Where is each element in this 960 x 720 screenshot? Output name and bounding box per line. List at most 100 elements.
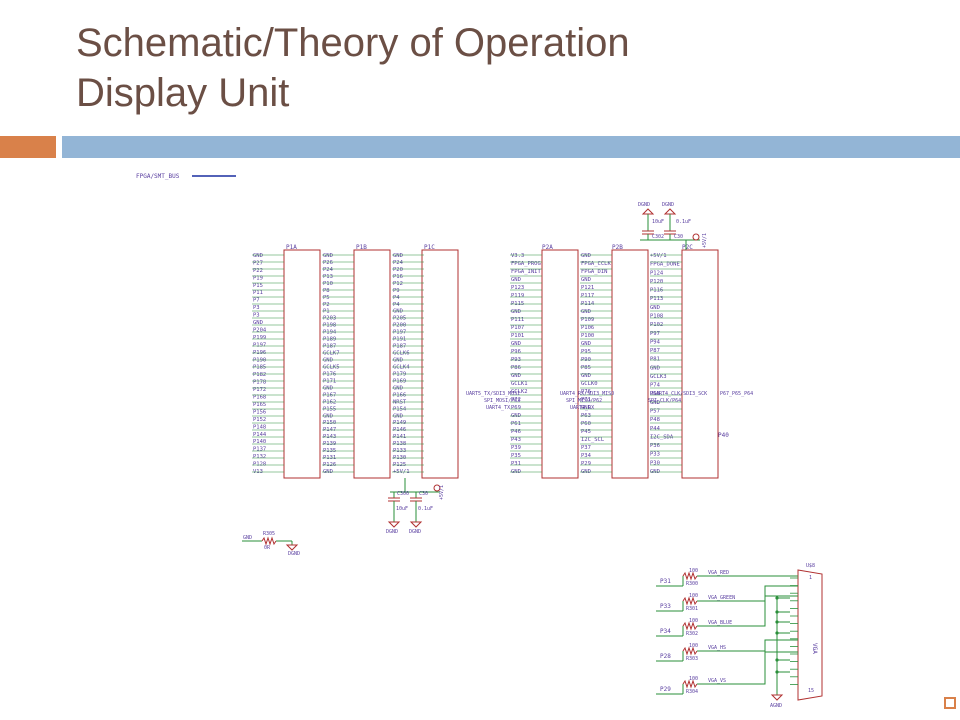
cap-c30-ref: C30 bbox=[419, 491, 428, 497]
net-label: P179 bbox=[393, 371, 406, 377]
net-label: P156 bbox=[253, 409, 266, 415]
header-p1b-label: P1B bbox=[356, 244, 367, 251]
net-label: P5 bbox=[323, 295, 330, 301]
net-label: P152 bbox=[253, 417, 266, 423]
net-label: P194 bbox=[323, 330, 337, 336]
net-label: P123 bbox=[511, 285, 524, 291]
net-label: GCLK7 bbox=[323, 351, 340, 357]
net-label: P167 bbox=[323, 392, 336, 398]
net-label: P182 bbox=[253, 372, 266, 378]
uart-label: UART4_TX bbox=[486, 405, 510, 411]
net-label: GND bbox=[393, 385, 403, 391]
resistor-ref: R301 bbox=[686, 606, 698, 612]
rail-label-p2: +5V/1 bbox=[702, 233, 708, 248]
net-label: P48 bbox=[650, 417, 660, 423]
net-label: FPGA_CCLK bbox=[581, 261, 611, 267]
vga-net-wire bbox=[697, 651, 798, 685]
vga-source-pin: P29 bbox=[660, 686, 671, 693]
vga-net-label: VGA_RED bbox=[708, 570, 729, 576]
net-label: GND bbox=[650, 305, 660, 311]
cap-10uf-value: 10uF bbox=[652, 219, 664, 225]
net-label: FPGA_INIT bbox=[511, 269, 541, 275]
net-label: P71 bbox=[581, 397, 591, 403]
resistor-value: 100 bbox=[689, 643, 698, 649]
dgnd-label: DGND bbox=[662, 202, 674, 208]
net-label: P176 bbox=[323, 371, 336, 377]
net-label: P4 bbox=[393, 295, 400, 301]
vga-net-label: VGA_VS bbox=[708, 678, 726, 684]
net-label: P140 bbox=[253, 439, 266, 445]
net-label: GND bbox=[323, 253, 333, 259]
net-label: P199 bbox=[253, 335, 266, 341]
ground-icon bbox=[409, 521, 423, 528]
net-label: GND bbox=[650, 400, 660, 406]
net-label: P33 bbox=[650, 452, 660, 458]
vga-section: U$8 VGA 1 15 P31100R300VGA_REDP33100R301… bbox=[656, 563, 823, 709]
header-p2c-label: P2C bbox=[682, 244, 693, 251]
net-label: GCLK5 bbox=[323, 364, 340, 370]
net-label: P19 bbox=[253, 275, 263, 281]
rail-label-p1: +5V/1 bbox=[439, 485, 445, 500]
net-label: FPGA_DIN bbox=[581, 269, 608, 275]
net-label: P81 bbox=[650, 357, 660, 363]
net-label: P205 bbox=[393, 316, 406, 322]
net-label: P37 bbox=[581, 445, 591, 451]
net-label: NRST bbox=[393, 399, 407, 405]
uart-label: UART5_TX/SDI3_MOSI bbox=[466, 391, 520, 397]
net-label: GCLK4 bbox=[393, 364, 410, 370]
net-label: I2C_SCL bbox=[581, 437, 605, 443]
ground-icon bbox=[770, 694, 784, 701]
net-label: P203 bbox=[323, 316, 336, 322]
net-label: P124 bbox=[650, 270, 664, 276]
net-label: P22 bbox=[253, 268, 263, 274]
resistor-value: 100 bbox=[689, 676, 698, 682]
net-label: GND bbox=[511, 373, 521, 379]
net-label: P24 bbox=[323, 267, 334, 273]
p2c-net-labels: +5V/1FPGA_DONEP124P120P116P113GNDP108P10… bbox=[650, 253, 680, 475]
corner-square-icon bbox=[944, 697, 956, 709]
net-label: P198 bbox=[323, 323, 336, 329]
vga-net-wire bbox=[697, 595, 798, 627]
resistor-icon bbox=[682, 621, 698, 631]
vga-connector-name: VGA bbox=[811, 643, 818, 654]
net-label: P185 bbox=[253, 365, 266, 371]
net-label: FPGA_PROG bbox=[511, 261, 541, 267]
net-label: GND bbox=[581, 373, 591, 379]
net-label: P171 bbox=[323, 378, 336, 384]
net-label: GND bbox=[393, 253, 403, 259]
net-label: P106 bbox=[581, 325, 594, 331]
net-label: P43 bbox=[511, 437, 521, 443]
agnd-label: AGND bbox=[770, 703, 782, 709]
vga-connector-body bbox=[797, 569, 823, 701]
accent-bar-blue bbox=[62, 136, 960, 158]
uart-label: SPI_MOSI/P63 bbox=[484, 398, 520, 404]
header-p2c-body bbox=[681, 249, 719, 479]
net-label: GND bbox=[581, 253, 591, 259]
ground-icon bbox=[285, 544, 299, 551]
net-label: P16 bbox=[393, 274, 403, 280]
net-label: P137 bbox=[253, 447, 266, 453]
net-label: P200 bbox=[393, 323, 406, 329]
net-label: GND bbox=[511, 277, 521, 283]
net-label: GCLK6 bbox=[393, 351, 410, 357]
net-label: P1 bbox=[323, 309, 330, 315]
net-label: GND bbox=[650, 365, 660, 371]
net-label: P101 bbox=[511, 333, 524, 339]
rail-marker-icon bbox=[692, 233, 700, 241]
vga-pin-15: 15 bbox=[808, 688, 814, 694]
net-label: P2 bbox=[323, 302, 330, 308]
dgnd-label: DGND bbox=[288, 551, 300, 557]
net-label: P44 bbox=[650, 426, 661, 432]
net-label: P162 bbox=[323, 399, 336, 405]
net-label: P189 bbox=[323, 337, 336, 343]
net-label: P168 bbox=[253, 395, 266, 401]
vga-source-pin: P33 bbox=[660, 603, 671, 610]
header-p2b-body bbox=[611, 249, 649, 479]
fpga-bus: FPGA/SMT_BUS bbox=[136, 173, 236, 180]
net-label: GCLK0 bbox=[581, 381, 598, 387]
vga-source-pin: P28 bbox=[660, 653, 671, 660]
net-label: V3.3 bbox=[511, 253, 524, 259]
net-label: P108 bbox=[650, 313, 663, 319]
net-label: P29 bbox=[581, 461, 591, 467]
